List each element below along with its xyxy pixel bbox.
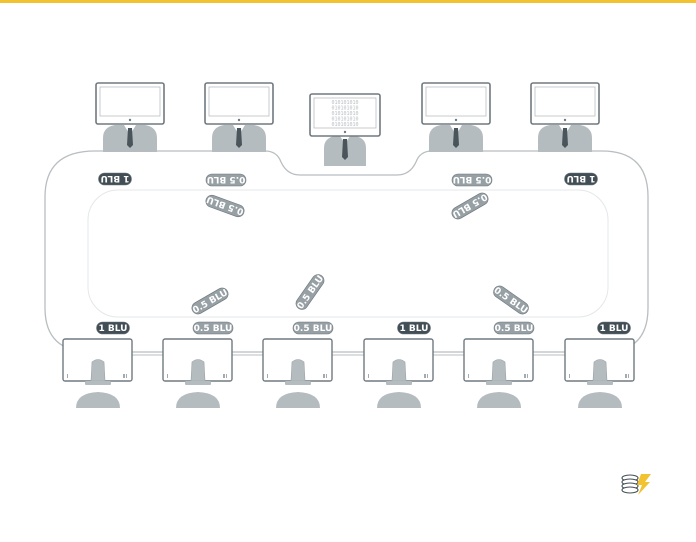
tie-icon <box>236 128 242 148</box>
player-silhouette <box>176 392 220 408</box>
coin-stack-bolt-icon <box>621 474 651 495</box>
chip-label: 0.5 BLU <box>296 274 326 311</box>
top-bet-chip: 0.5 BLU <box>451 173 493 187</box>
screen-mark-right: III <box>323 374 327 380</box>
screen-mark-left: I <box>569 374 570 380</box>
screen-mark-right: III <box>625 374 629 380</box>
table-inner-outline <box>87 189 609 318</box>
tie-icon <box>453 128 459 148</box>
binary-code-line: 010101010 <box>331 111 358 117</box>
binary-code-line: 010101010 <box>331 106 358 112</box>
binary-code-line: 010101010 <box>331 100 358 106</box>
chip-label: 0.5 BLU <box>194 324 233 334</box>
bottom-bet-chip: 1 BLU <box>96 321 130 335</box>
top-player-station <box>95 82 165 152</box>
chip-label: 0.5 BLU <box>495 324 534 334</box>
screen-mark-left: I <box>368 374 369 380</box>
top-tilted-chip: 0.5 BLU <box>206 194 245 218</box>
bottom-bet-chip: 1 BLU <box>397 321 431 335</box>
chip-label: 1 BLU <box>99 324 128 334</box>
chip-label: 1 BLU <box>101 173 130 183</box>
top-accent-bar <box>0 0 696 3</box>
chip-label: 1 BLU <box>400 324 429 334</box>
bottom-bet-chip: 1 BLU <box>597 321 631 335</box>
top-player-station <box>421 82 491 152</box>
screen-mark-left: I <box>468 374 469 380</box>
dealer-monitor-icon: 0101010100101010100101010100101010100101… <box>309 93 381 166</box>
player-silhouette <box>377 392 421 408</box>
bottom-bet-chip: 0.5 BLU <box>192 321 234 335</box>
screen-mark-left: I <box>167 374 168 380</box>
screen-mark-right: III <box>223 374 227 380</box>
bottom-bet-chip: 0.5 BLU <box>493 321 535 335</box>
screen-mark-left: I <box>267 374 268 380</box>
chip-label: 0.5 BLU <box>294 324 333 334</box>
screen-mark-right: III <box>524 374 528 380</box>
screen-mark-right: III <box>424 374 428 380</box>
chip-label: 1 BLU <box>600 324 629 334</box>
tie-icon <box>562 128 568 148</box>
binary-code-line: 010101010 <box>331 117 358 123</box>
chip-label: 0.5 BLU <box>207 174 246 184</box>
tie-icon <box>127 128 133 148</box>
screen-mark-right: III <box>123 374 127 380</box>
bottom-tilted-chip: 0.5 BLU <box>492 285 529 316</box>
chip-label: 0.5 BLU <box>453 174 492 184</box>
player-silhouette <box>276 392 320 408</box>
top-player-station <box>530 82 600 152</box>
top-tilted-chip: 0.5 BLU <box>450 191 489 220</box>
bottom-bet-chip: 0.5 BLU <box>292 321 334 335</box>
player-silhouette <box>578 392 622 408</box>
chip-label: 1 BLU <box>567 173 596 183</box>
binary-code-line: 010101010 <box>331 122 358 128</box>
top-bet-chip: 0.5 BLU <box>205 173 247 187</box>
bottom-tilted-chip: 0.5 BLU <box>191 287 230 316</box>
player-silhouette <box>76 392 120 408</box>
top-bet-chip: 1 BLU <box>564 172 598 186</box>
player-silhouette <box>477 392 521 408</box>
top-bet-chip: 1 BLU <box>98 172 132 186</box>
table-outline <box>44 150 649 353</box>
screen-mark-left: I <box>67 374 68 380</box>
chip-label: 0.5 BLU <box>492 286 529 316</box>
tie-icon <box>342 139 348 160</box>
top-player-station <box>204 82 274 152</box>
bottom-tilted-chip: 0.5 BLU <box>295 274 326 311</box>
